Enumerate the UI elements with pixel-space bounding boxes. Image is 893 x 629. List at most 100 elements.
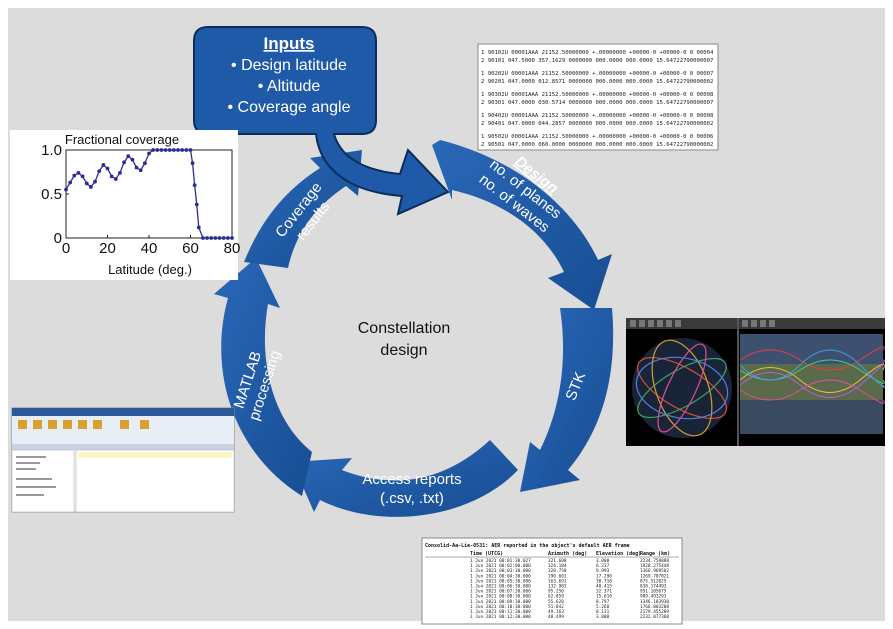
report-cell: 49.163	[548, 609, 564, 615]
coverage-data-point	[126, 154, 131, 159]
tle-line: 2 90401 047.0000 044.2857 0000000 000.00…	[481, 121, 713, 127]
coverage-data-point	[209, 236, 214, 240]
inputs-title: Inputs	[264, 34, 315, 53]
report-column-header: Elevation (deg)	[596, 551, 641, 557]
report-cell: 5.268	[596, 604, 610, 610]
coverage-data-point	[109, 174, 114, 179]
coverage-data-point	[213, 236, 218, 240]
coverage-data-point	[138, 168, 143, 173]
report-cell: 1 Jun 2021 00:09:30.000	[470, 599, 531, 605]
x-tick-label: 20	[99, 240, 116, 257]
coverage-data-point	[122, 160, 126, 165]
report-header: Consolid-Aa-Lie-0531: AER reported in th…	[425, 542, 630, 549]
report-cell: 95.250	[548, 589, 564, 595]
report-cell: 951.185075	[640, 589, 667, 595]
tle-line: 1 90502U 00001AAA 21152.50000000 +.00000…	[481, 134, 713, 140]
coverage-data-point	[93, 179, 97, 184]
plot-title: Fractional coverage	[65, 132, 179, 147]
report-cell: 1928.275448	[640, 563, 669, 569]
coverage-data-point	[72, 173, 77, 178]
tle-lines: 1 90102U 00001AAA 21152.50000000 +.00000…	[481, 50, 714, 148]
report-cell: 17.290	[596, 573, 612, 579]
report-cell: 1 Jun 2021 00:06:30.000	[470, 584, 531, 590]
report-cell: 163.691	[548, 578, 567, 584]
report-cell: 1 Jun 2021 00:05:30.000	[470, 578, 531, 584]
design-labels: Design no. of planes no. of waves	[476, 153, 565, 236]
coverage-data-point	[184, 148, 189, 152]
coverage-data-point	[201, 236, 205, 240]
report-cell: 40.415	[596, 584, 612, 590]
center-line-2: design	[380, 342, 427, 359]
report-cell: 1 Jun 2021 00:10:30.000	[470, 604, 531, 610]
report-cell: 30.710	[596, 578, 612, 584]
report-cell: 321.608	[548, 558, 567, 564]
report-cell: 989.493293	[640, 594, 667, 600]
coverage-data-point	[89, 185, 93, 189]
report-cell: 0.131	[596, 609, 610, 615]
matlab-screenshot	[11, 407, 235, 513]
report-cell: 8.797	[596, 599, 610, 605]
inputs-item: • Altitude	[258, 78, 321, 95]
report-cell: 1 Jun 2021 00:04:30.000	[470, 573, 531, 579]
coverage-data-point	[159, 148, 164, 152]
coverage-data-point	[76, 170, 81, 175]
report-cell: 2234.759888	[640, 558, 669, 564]
coverage-data-point	[225, 236, 230, 240]
report-cell: 328.750	[548, 568, 567, 574]
coverage-data-point	[80, 174, 85, 179]
coverage-data-point	[230, 236, 234, 240]
tle-line: 1 90202U 00001AAA 21152.50000000 +.00000…	[481, 71, 713, 77]
report-cell: 190.601	[548, 573, 567, 579]
x-tick-label: 80	[224, 240, 241, 257]
stk-arrow	[520, 308, 614, 492]
report-cell: 62.859	[548, 594, 564, 600]
report-cell: 324.184	[548, 563, 567, 569]
coverage-data-point	[221, 236, 226, 240]
tle-line: 1 90102U 00001AAA 21152.50000000 +.00000…	[481, 50, 714, 56]
coverage-data-point	[180, 148, 185, 152]
report-column-header: Azimuth (deg)	[548, 551, 587, 557]
y-tick-label: 1.0	[41, 142, 62, 159]
coverage-data-point	[64, 187, 68, 192]
report-cell: 1 Jun 2021 00:02:00.000	[470, 563, 531, 569]
coverage-data-point	[188, 148, 193, 152]
coverage-data-point	[118, 170, 122, 175]
x-tick-label: 60	[182, 240, 199, 257]
coverage-data-point	[192, 183, 197, 188]
coverage-data-point	[217, 236, 222, 240]
report-cell: 48.499	[548, 614, 564, 620]
report-cell: 3.000	[596, 558, 610, 564]
report-column-header: Time (UTCG)	[470, 551, 503, 557]
tle-line: 2 90301 047.0000 030.5714 0000000 000.00…	[481, 100, 713, 106]
coverage-data-point	[130, 157, 135, 162]
access-report-panel: Consolid-Aa-Lie-0531: AER reported in th…	[421, 537, 683, 625]
report-cell: 2179.455289	[640, 609, 669, 615]
access-label-1: Access reports	[362, 471, 461, 488]
tle-line: 2 90201 047.0000 012.8571 0000000 000.00…	[481, 79, 713, 85]
coverage-data-point	[172, 148, 176, 152]
report-cell: 1366.969502	[640, 568, 669, 574]
figure-background	[8, 8, 885, 621]
matlab-arrow	[214, 258, 312, 496]
x-tick-label: 40	[141, 240, 158, 257]
report-cell: 1346.183930	[640, 599, 669, 605]
plot-area	[65, 149, 233, 239]
coverage-data-point	[167, 148, 172, 152]
inputs-box	[193, 26, 450, 216]
tle-line: 1 90402U 00001AAA 21152.50000000 +.00000…	[481, 113, 714, 119]
inputs-item: • Coverage angle	[227, 99, 350, 116]
coverage-data-point	[151, 148, 156, 152]
center-line-1: Constellation	[358, 320, 451, 337]
coverage-arrow	[244, 150, 362, 268]
coverage-data-point	[134, 165, 139, 170]
report-column-header: Range (km)	[640, 551, 670, 557]
access-arrow	[292, 440, 518, 517]
y-tick-label: 0.5	[41, 186, 62, 203]
report-cell: 1269.707021	[640, 573, 669, 579]
report-lines: Consolid-Aa-Lie-0531: AER reported in th…	[425, 542, 679, 620]
report-cell: 15.610	[596, 594, 612, 600]
